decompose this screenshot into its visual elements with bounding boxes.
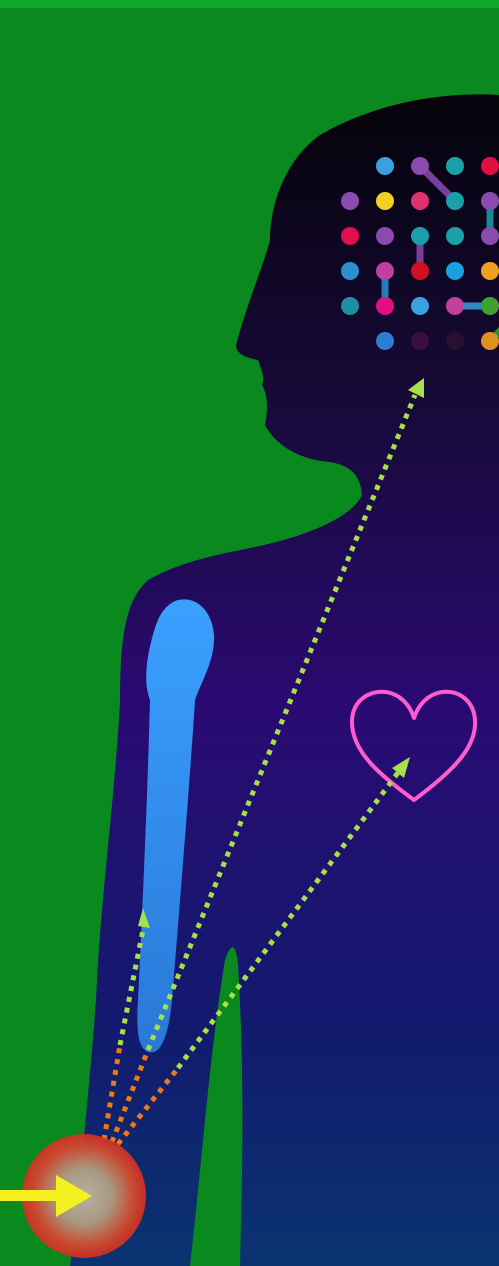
brain-dot [411,227,429,245]
brain-dot [481,262,499,280]
brain-dot [376,297,394,315]
brain-dot [376,332,394,350]
brain-dot [376,192,394,210]
brain-dot [481,192,499,210]
brain-dot [341,262,359,280]
top-band [0,0,499,8]
brain-dot [481,227,499,245]
brain-dot [446,297,464,315]
brain-dot [446,227,464,245]
brain-dot [446,262,464,280]
brain-dot [411,297,429,315]
brain-dot [376,227,394,245]
brain-dot [446,332,464,350]
brain-dot [411,332,429,350]
brain-dot [481,297,499,315]
brain-dot [411,262,429,280]
pointer-shaft [0,1190,60,1201]
brain-dot [481,332,499,350]
brain-dot [481,157,499,175]
brain-dot [411,192,429,210]
brain-dot [341,227,359,245]
brain-dot [341,297,359,315]
brain-dot [376,157,394,175]
brain-dot [446,192,464,210]
brain-dot [446,157,464,175]
brain-dot [411,157,429,175]
brain-dot [376,262,394,280]
brain-dot [341,192,359,210]
